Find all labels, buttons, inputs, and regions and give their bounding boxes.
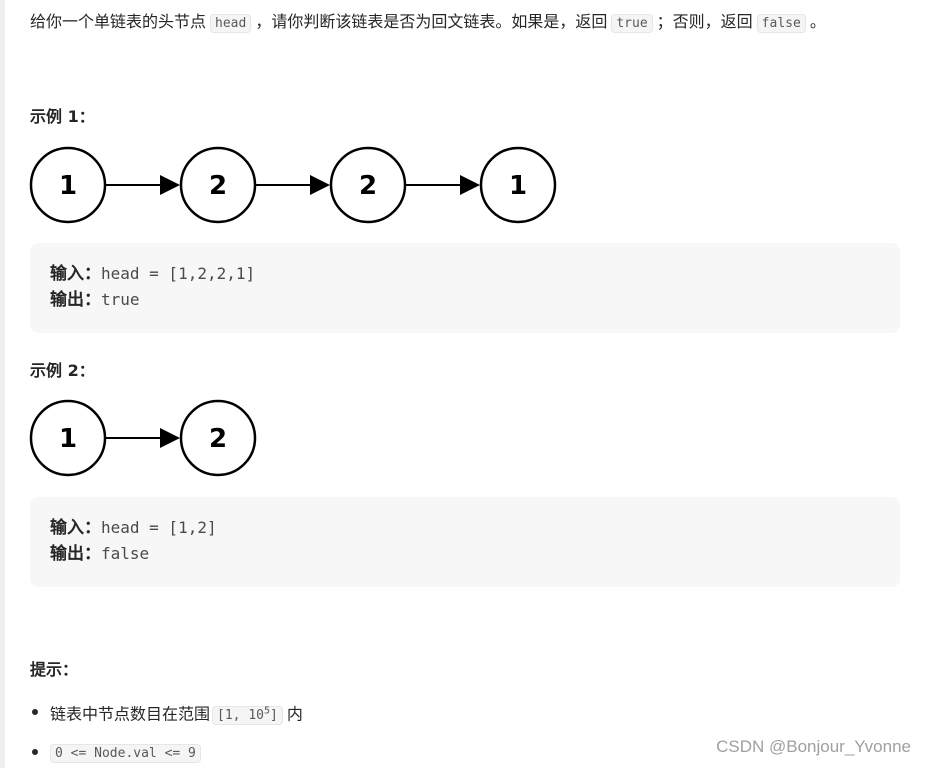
input-label: 输入： <box>50 518 101 538</box>
list-node-3 <box>329 146 407 224</box>
output-value: false <box>101 544 150 563</box>
input-value: head = [1,2,2,1] <box>101 264 256 283</box>
node-value-4: 1 <box>509 171 527 201</box>
intro-text-2: ，请你判断该链表是否为回文链表。如果是，返回 <box>255 12 608 31</box>
example-1-linked-list-diagram: 1 2 2 1 <box>29 146 557 224</box>
intro-text-3: ；否则，返回 <box>656 12 753 31</box>
example-1-title: 示例 1： <box>30 107 95 126</box>
list-node-2 <box>179 399 257 477</box>
example-1-io-block: 输入：head = [1,2,2,1] 输出：true <box>30 243 900 333</box>
hint-item-1: 链表中节点数目在范围[1, 105]内 <box>30 700 303 740</box>
list-node-2 <box>179 146 257 224</box>
example-2-title: 示例 2： <box>30 361 95 380</box>
input-label: 输入： <box>50 264 101 284</box>
hints-title: 提示： <box>30 660 79 679</box>
intro-text-1: 给你一个单链表的头节点 <box>30 12 207 31</box>
node-value-1: 1 <box>59 171 77 201</box>
node-value-3: 2 <box>359 171 377 201</box>
hint-2-code: 0 <= Node.val <= 9 <box>50 744 201 763</box>
inline-code-false: false <box>756 14 806 33</box>
node-value-1: 1 <box>59 424 77 454</box>
example-2-io-block: 输入：head = [1,2] 输出：false <box>30 497 900 587</box>
watermark: CSDN @Bonjour_Yvonne <box>716 737 911 756</box>
hint-item-2: 0 <= Node.val <= 9 <box>30 740 303 780</box>
hint-1-code: [1, 105] <box>212 706 283 726</box>
hint-1-code-suffix: ] <box>270 708 278 724</box>
inline-code-head: head <box>210 14 252 33</box>
node-value-2: 2 <box>209 171 227 201</box>
list-node-4 <box>479 146 557 224</box>
node-value-2: 2 <box>209 424 227 454</box>
output-label: 输出： <box>50 290 101 310</box>
hints-list: 链表中节点数目在范围[1, 105]内 0 <= Node.val <= 9 <box>30 700 303 780</box>
hint-1-after: 内 <box>286 704 303 724</box>
list-node-1 <box>29 399 107 477</box>
list-node-1 <box>29 146 107 224</box>
left-border <box>0 0 5 768</box>
hint-1-code-exponent: 5 <box>263 706 271 717</box>
hint-1-text: 链表中节点数目在范围 <box>50 704 211 724</box>
output-label: 输出： <box>50 544 101 564</box>
output-value: true <box>101 290 140 309</box>
input-value: head = [1,2] <box>101 518 217 537</box>
hint-1-code-prefix: [1, 10 <box>217 708 264 724</box>
inline-code-true: true <box>611 14 653 33</box>
example-2-linked-list-diagram: 1 2 <box>29 399 257 477</box>
intro-text-4: 。 <box>809 12 826 31</box>
